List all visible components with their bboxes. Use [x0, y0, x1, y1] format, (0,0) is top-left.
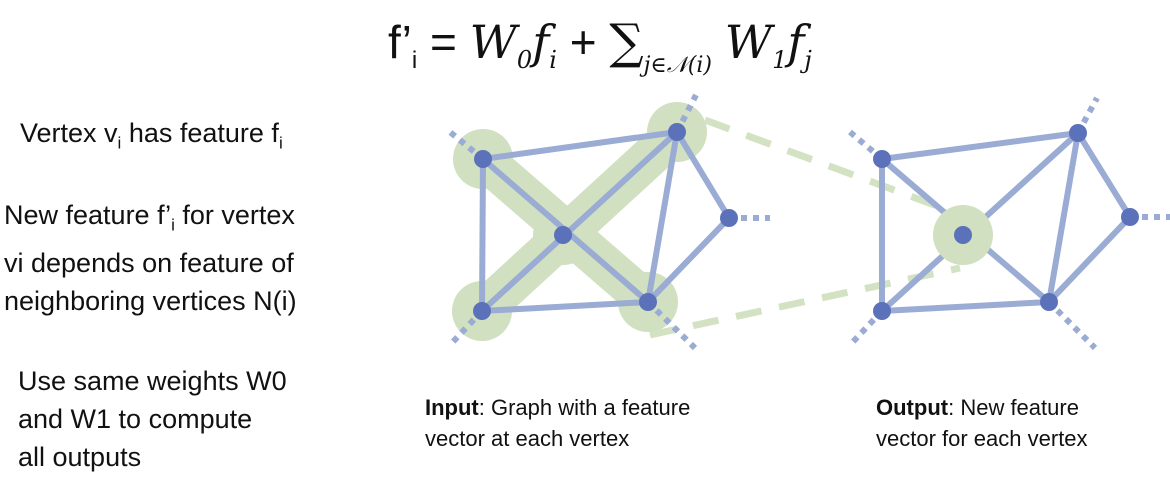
correspondence-dashes	[649, 116, 961, 339]
input-graph	[447, 93, 961, 351]
output-caption: Output: New feature vector for each vert…	[876, 395, 1088, 451]
new-feature-text: New feature f’i for vertex vi depends on…	[4, 200, 297, 317]
shared-weights-text: Use same weights W0 and W1 to compute al…	[18, 366, 287, 472]
input-caption: Input: Graph with a feature vector at ea…	[425, 395, 691, 451]
output-graph	[847, 96, 1170, 351]
formula: f’i = W0fi + ∑j∈𝒩(i) W1fj	[388, 14, 812, 78]
vertex-feature-text: Vertex vi has feature fi	[20, 118, 283, 153]
